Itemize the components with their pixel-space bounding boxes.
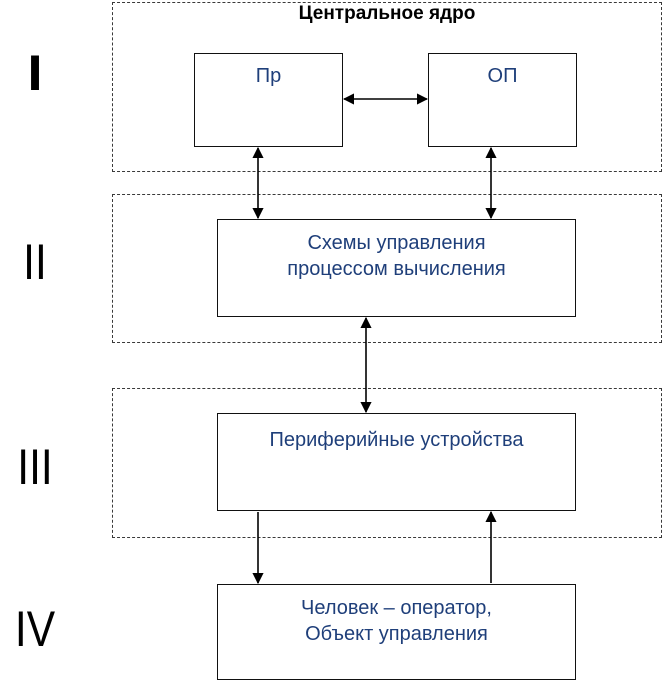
control-schemes-label-line2: процессом вычисления xyxy=(287,258,506,280)
control-schemes-label-line1: Схемы управления xyxy=(307,232,486,254)
peripheral-zone xyxy=(112,388,662,538)
central-core-zone xyxy=(112,2,662,172)
human-operator-label-line2: Объект управления xyxy=(305,623,488,645)
peripheral-devices-box: Периферийные устройства xyxy=(217,413,576,511)
level-label-4: IV xyxy=(14,601,56,657)
level-label-2: II xyxy=(23,234,47,290)
human-operator-box: Человек – оператор, Объект управления xyxy=(217,584,576,680)
central-core-title: Центральное ядро xyxy=(298,3,476,24)
human-operator-label-line1: Человек – оператор, xyxy=(301,597,492,619)
memory-box: ОП xyxy=(428,53,577,147)
control-schemes-zone xyxy=(112,194,662,343)
level-label-1: I xyxy=(27,45,43,101)
peripheral-devices-label: Периферийные устройства xyxy=(269,429,524,451)
processor-label: Пр xyxy=(255,65,282,87)
processor-box: Пр xyxy=(194,53,343,147)
level-label-3: III xyxy=(17,439,53,495)
memory-label: ОП xyxy=(487,65,518,87)
control-schemes-box: Схемы управления процессом вычисления xyxy=(217,219,576,317)
